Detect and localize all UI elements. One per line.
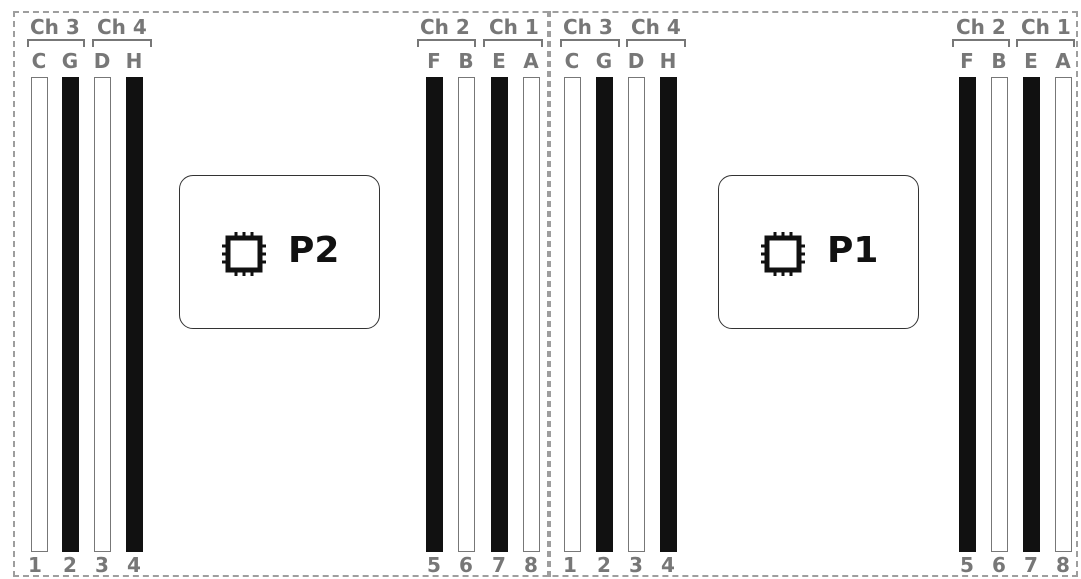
slot-letter: C [564, 49, 580, 73]
dimm-slot [596, 77, 613, 552]
slot-letter: C [31, 49, 47, 73]
dimm-slot [564, 77, 581, 552]
dimm-slot [628, 77, 645, 552]
slot-letter: H [125, 49, 143, 73]
slot-letter: F [427, 49, 441, 73]
channel-label: Ch 2 [420, 15, 470, 39]
slot-number: 7 [1024, 553, 1038, 577]
slot-number: 7 [492, 553, 506, 577]
dimm-slot [660, 77, 677, 552]
dimm-slot [62, 77, 79, 552]
slot-letter: D [627, 49, 645, 73]
channel-label: Ch 4 [97, 15, 147, 39]
channel-label: Ch 4 [631, 15, 681, 39]
slot-letter: E [492, 49, 506, 73]
channel-label: Ch 3 [563, 15, 613, 39]
channel-label: Ch 1 [1021, 15, 1071, 39]
dimm-slot [426, 77, 443, 552]
processor-section-p1: Ch 3 Ch 4 Ch 2 Ch 1 C G D H F B E A 1 2 … [550, 0, 1081, 579]
channel-label: Ch 3 [30, 15, 80, 39]
slot-letter: A [523, 49, 539, 73]
slot-letter: E [1024, 49, 1038, 73]
dimm-slot [959, 77, 976, 552]
slot-number: 4 [661, 553, 675, 577]
dimm-slot [126, 77, 143, 552]
slot-letter: B [458, 49, 474, 73]
channel-bracket [417, 39, 476, 47]
dimm-slot [491, 77, 508, 552]
dimm-slot [523, 77, 540, 552]
processor-section-p2: Ch 3 Ch 4 Ch 2 Ch 1 C G D H F B E A 1 2 … [27, 15, 543, 577]
slot-number: 1 [28, 553, 42, 577]
slot-number: 8 [524, 553, 538, 577]
dimm-slot [458, 77, 475, 552]
slot-number: 5 [960, 553, 974, 577]
slot-number: 6 [992, 553, 1006, 577]
slot-number: 3 [629, 553, 643, 577]
processor-label: P2 [288, 230, 340, 271]
cpu-chip-icon [222, 232, 266, 276]
slot-number: 5 [427, 553, 441, 577]
slot-letter: G [595, 49, 613, 73]
slot-letter: G [61, 49, 79, 73]
channel-bracket [1016, 39, 1075, 47]
slot-number: 3 [95, 553, 109, 577]
channel-bracket [92, 39, 152, 47]
channel-bracket [27, 39, 85, 47]
slot-letter: B [991, 49, 1007, 73]
channel-bracket [483, 39, 543, 47]
cpu-chip-icon [761, 232, 805, 276]
slot-number: 4 [127, 553, 141, 577]
processor-box: P1 [718, 175, 919, 329]
slot-number: 2 [63, 553, 77, 577]
slot-number: 8 [1056, 553, 1070, 577]
dimm-slot [94, 77, 111, 552]
slot-number: 1 [563, 553, 577, 577]
channel-bracket [560, 39, 620, 47]
processor-box: P2 [179, 175, 380, 329]
slot-letter: D [93, 49, 111, 73]
slot-number: 2 [597, 553, 611, 577]
dimm-slot [1023, 77, 1040, 552]
processor-label: P1 [827, 230, 879, 271]
dimm-slot [1055, 77, 1072, 552]
channel-label: Ch 1 [489, 15, 539, 39]
dimm-slot [31, 77, 48, 552]
slot-number: 6 [459, 553, 473, 577]
channel-label: Ch 2 [956, 15, 1006, 39]
dimm-slot [991, 77, 1008, 552]
slot-letter: F [960, 49, 974, 73]
slot-letter: A [1055, 49, 1071, 73]
slot-letter: H [659, 49, 677, 73]
channel-bracket [952, 39, 1010, 47]
channel-bracket [626, 39, 686, 47]
